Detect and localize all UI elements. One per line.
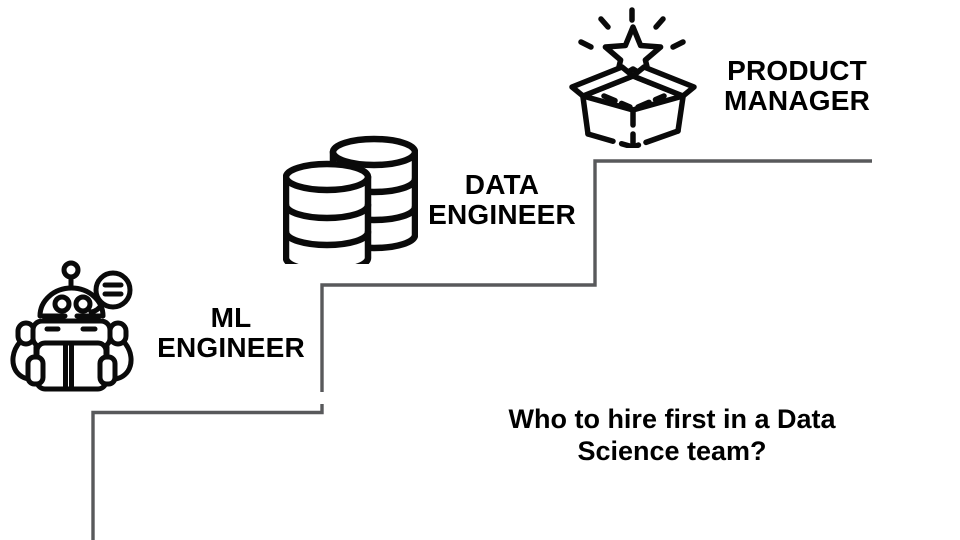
- star: [602, 24, 664, 83]
- role-label-product-manager: PRODUCT MANAGER: [723, 55, 871, 116]
- box-right-flap: [630, 64, 697, 99]
- star-rays: [578, 7, 686, 50]
- robot-right-hand: [97, 354, 118, 387]
- database-front-cylinder: [283, 160, 372, 264]
- box-left-flap: [569, 64, 636, 99]
- question-text: Who to hire first in a Data Science team…: [508, 404, 836, 466]
- box-inner-flap-left: [601, 93, 633, 110]
- gift-box-star-icon: [568, 6, 700, 148]
- robot-left-hand: [25, 354, 46, 387]
- role-label-data-engineer: DATA ENGINEER: [428, 169, 576, 230]
- speech-bubble: [93, 270, 133, 310]
- box-inner-flap-right: [635, 93, 667, 110]
- robot-right-eye: [73, 294, 93, 314]
- box-body: [580, 94, 686, 148]
- robot-reading-book-icon: [7, 247, 137, 397]
- role-label-ml-engineer: ML ENGINEER: [157, 302, 305, 363]
- robot-left-eye: [52, 294, 72, 314]
- database-stack-icon: [283, 132, 418, 264]
- staircase-gap-artifact: [315, 392, 329, 404]
- speech-bubble-tail: [88, 301, 105, 315]
